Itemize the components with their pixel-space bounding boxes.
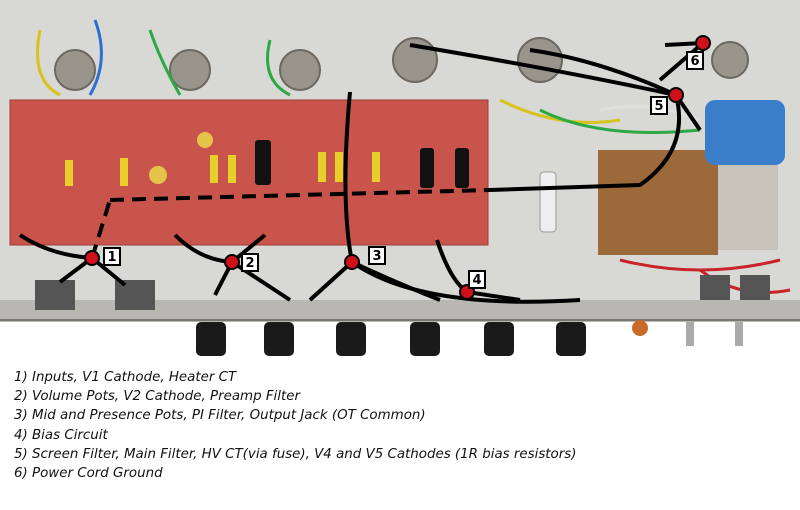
marker-label: 6: [690, 54, 699, 69]
legend-item: 3) Mid and Presence Pots, PI Filter, Out…: [14, 408, 426, 424]
marker-label: 2: [245, 256, 254, 271]
marker-3: 3: [344, 246, 386, 270]
ground-point-legend: 1) Inputs, V1 Cathode, Heater CT 2) Volu…: [14, 368, 576, 483]
legend-item: 5) Screen Filter, Main Filter, HV CT(via…: [14, 446, 577, 462]
legend-item: 1) Inputs, V1 Cathode, Heater CT: [14, 370, 237, 385]
legend-item: 6) Power Cord Ground: [14, 466, 163, 482]
chassis-front-lip: [0, 300, 800, 322]
marker-4: 4: [459, 270, 486, 300]
marker-label: 5: [654, 99, 663, 114]
control-knobs: [196, 320, 743, 356]
marker-label: 3: [372, 249, 381, 264]
output-transformer: [598, 150, 718, 255]
tube-sockets: [54, 37, 749, 91]
filter-capacitor: [705, 100, 785, 165]
marker-1: 1: [84, 247, 121, 266]
amp-chassis-photo: 1 2 3 4 5 6: [0, 0, 800, 356]
components: [65, 132, 469, 188]
marker-label: 1: [107, 250, 116, 265]
marker-5: 5: [650, 87, 684, 115]
marker-2: 2: [224, 253, 259, 272]
marker-6: 6: [686, 35, 711, 70]
jacks: [35, 275, 770, 310]
legend-item: 2) Volume Pots, V2 Cathode, Preamp Filte…: [14, 389, 300, 405]
legend-item: 4) Bias Circuit: [14, 427, 108, 443]
turret-board: [9, 99, 489, 246]
marker-label: 4: [472, 273, 481, 288]
